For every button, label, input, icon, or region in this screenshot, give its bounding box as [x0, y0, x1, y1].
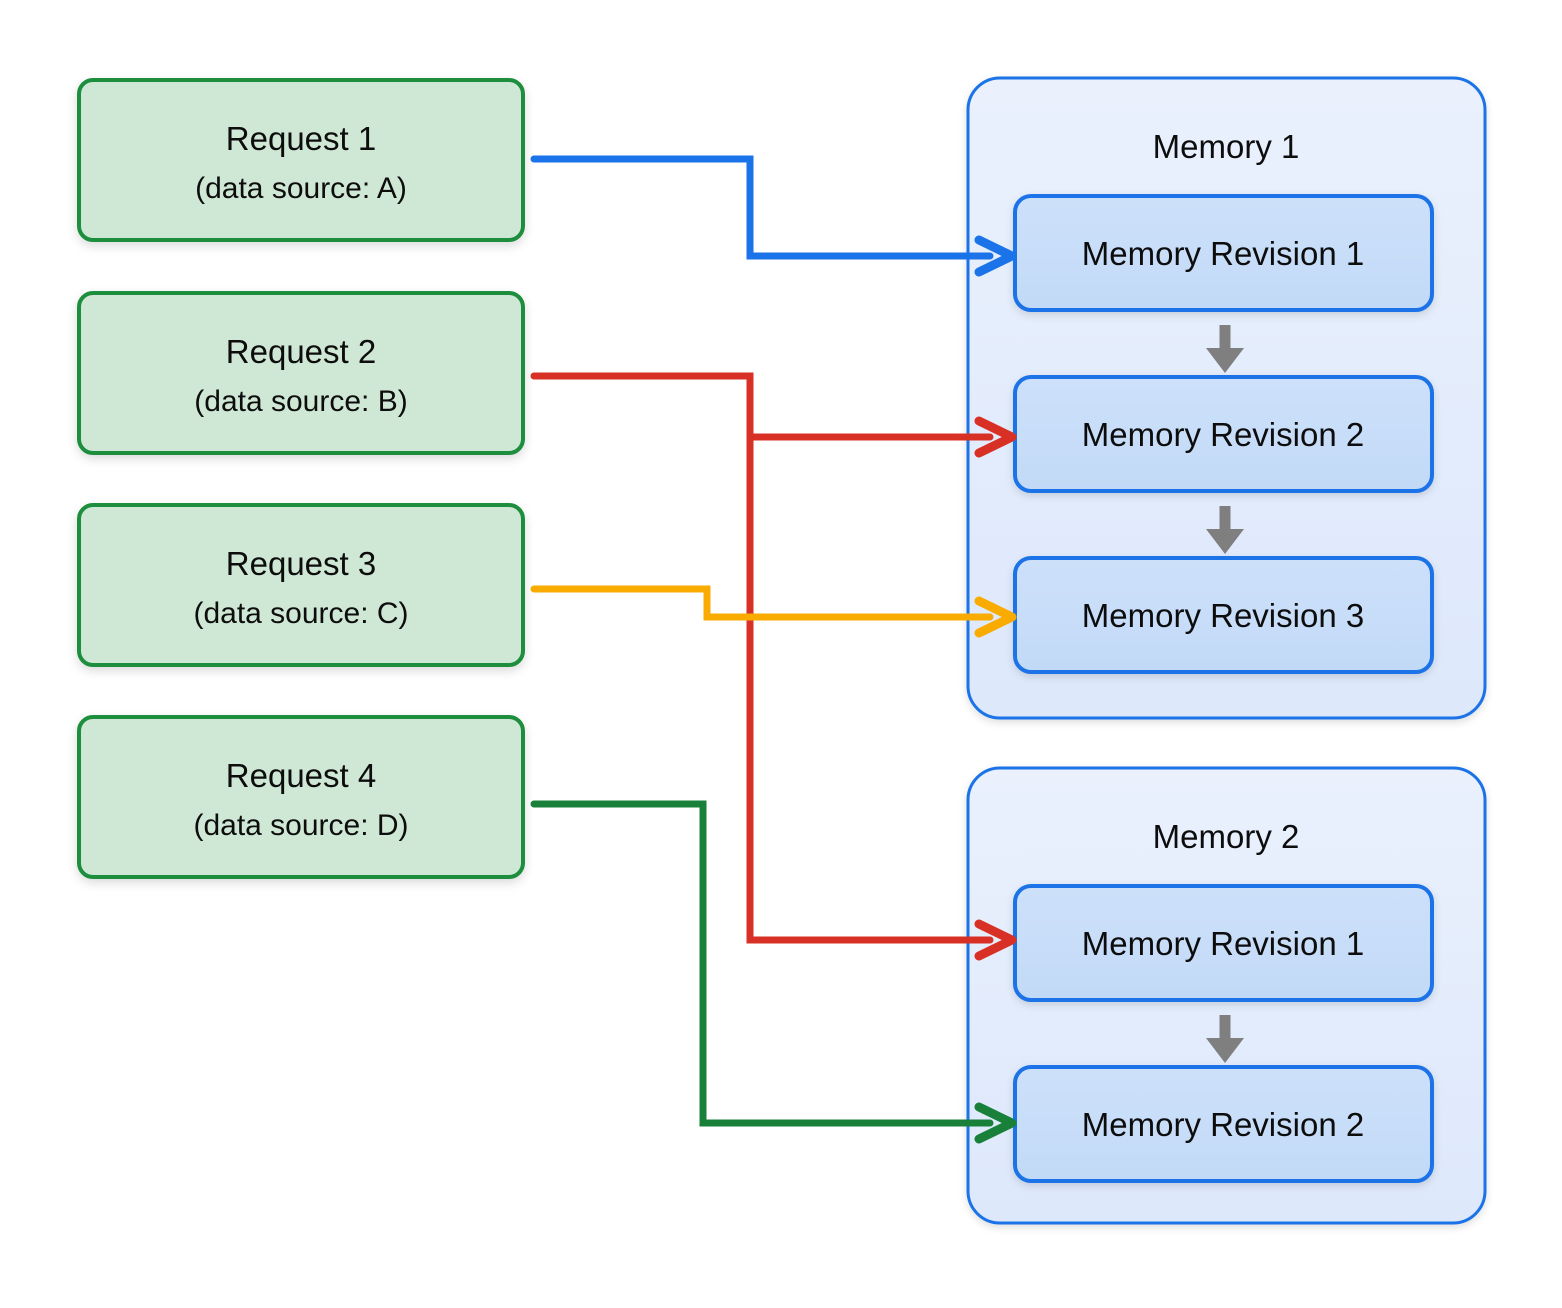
request-2-box[interactable]: Request 2 (data source: B): [77, 291, 525, 455]
memory-1-container[interactable]: Memory 1 Memory Revision 1 Memory Revisi…: [966, 76, 1487, 720]
flow-orange-arrowhead-icon: [974, 596, 1017, 638]
memory-2-revision-2-label: Memory Revision 2: [1082, 1106, 1364, 1143]
memory-2-revision-1-label: Memory Revision 1: [1082, 925, 1364, 962]
flow-request-3-to-memory-1-revision-3: [530, 585, 1017, 638]
memory-1-arrow-2-to-3-icon: [1206, 506, 1244, 554]
request-3-title: Request 3: [226, 545, 376, 582]
memory-2-revision-2[interactable]: Memory Revision 2: [1013, 1065, 1434, 1183]
flow-green-path: [530, 800, 994, 1127]
memory-1-arrow-1-to-2-icon: [1206, 325, 1244, 373]
flow-red-arrowhead-lower-icon: [974, 919, 1017, 961]
memory-1-revision-3[interactable]: Memory Revision 3: [1013, 556, 1434, 674]
memory-1-revision-2-label: Memory Revision 2: [1082, 416, 1364, 453]
flow-orange-path: [530, 585, 994, 621]
memory-2-arrow-1-to-2-icon: [1206, 1015, 1244, 1063]
flow-request-1-to-memory-1-revision-1: [530, 155, 1017, 277]
memory-1-revision-1-label: Memory Revision 1: [1082, 235, 1364, 272]
request-1-subtitle: (data source: A): [195, 172, 407, 205]
memory-2-title: Memory 2: [1153, 818, 1300, 855]
request-1-shape: [77, 78, 525, 242]
request-2-subtitle: (data source: B): [194, 385, 407, 418]
request-3-subtitle: (data source: C): [193, 597, 408, 630]
request-1-title: Request 1: [226, 120, 376, 157]
memory-2-revision-1[interactable]: Memory Revision 1: [1013, 884, 1434, 1002]
memory-2-container[interactable]: Memory 2 Memory Revision 1 Memory Revisi…: [966, 766, 1487, 1225]
memory-1-revision-2[interactable]: Memory Revision 2: [1013, 375, 1434, 493]
memory-1-title: Memory 1: [1153, 128, 1300, 165]
request-2-shape: [77, 291, 525, 455]
request-1-box[interactable]: Request 1 (data source: A): [77, 78, 525, 242]
request-3-shape: [77, 503, 525, 667]
request-2-title: Request 2: [226, 333, 376, 370]
flow-green-arrowhead-icon: [974, 1102, 1017, 1144]
request-4-title: Request 4: [226, 757, 376, 794]
memory-1-revision-3-label: Memory Revision 3: [1082, 597, 1364, 634]
flow-red-arrowhead-upper-icon: [974, 416, 1017, 458]
flow-request-4-to-memory-2-revision-2: [530, 800, 1017, 1144]
request-3-box[interactable]: Request 3 (data source: C): [77, 503, 525, 667]
request-4-subtitle: (data source: D): [193, 809, 408, 842]
request-4-box[interactable]: Request 4 (data source: D): [77, 715, 525, 879]
flow-blue-path: [530, 155, 994, 260]
memory-1-revision-1[interactable]: Memory Revision 1: [1013, 194, 1434, 312]
flow-request-2-red-trunk: [530, 372, 1017, 961]
flow-red-trunk-path: [530, 372, 994, 944]
request-4-shape: [77, 715, 525, 879]
flow-blue-arrowhead-icon: [974, 235, 1017, 277]
